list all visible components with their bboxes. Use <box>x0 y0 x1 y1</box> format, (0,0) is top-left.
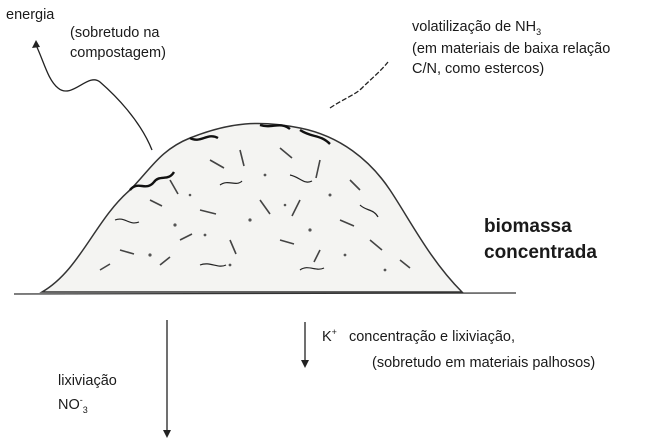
energy-arrowhead <box>32 40 40 48</box>
compost-mound <box>39 122 464 293</box>
energy-note-line1: (sobretudo na <box>70 25 160 41</box>
ground-line <box>13 292 517 295</box>
volatilization-arrow <box>329 61 389 109</box>
volatilization-note-line1: (em materiais de baixa relação <box>412 41 611 57</box>
energy-note-line2: compostagem) <box>70 45 166 61</box>
nitrate-label: NO-3 <box>58 395 88 415</box>
energy-label: energia <box>6 7 55 23</box>
volatilization-note-line2: C/N, como estercos) <box>412 61 545 77</box>
biomass-title-line2: concentrada <box>484 242 597 263</box>
potassium-arrowhead <box>301 360 309 368</box>
leaching-label: lixiviação <box>58 373 117 389</box>
energy-arrow <box>35 44 153 151</box>
potassium-label: K+concentração e lixiviação, <box>322 327 515 345</box>
volatilization-label: volatilização de NH3 <box>412 19 542 37</box>
potassium-note: (sobretudo em materiais palhosos) <box>372 355 596 371</box>
biomass-title-line1: biomassa <box>484 216 572 237</box>
nitrate-arrowhead <box>163 430 171 438</box>
